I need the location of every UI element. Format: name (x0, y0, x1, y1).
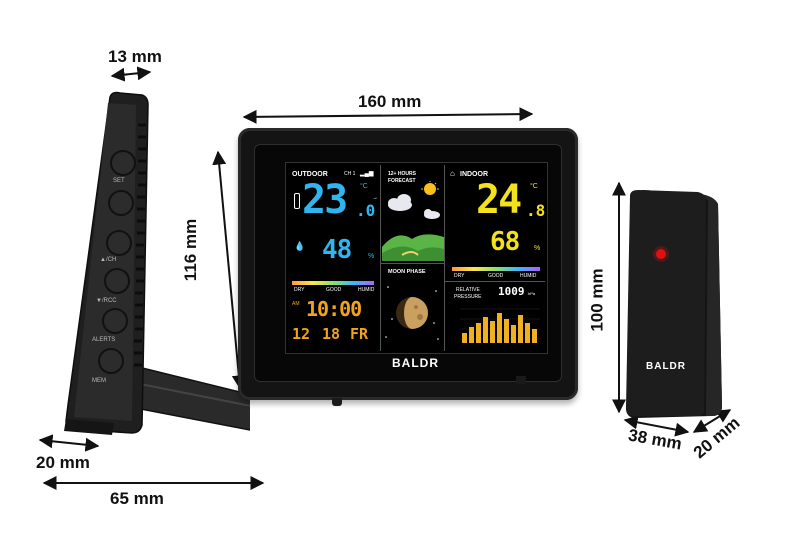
pressure-unit: hPa (528, 291, 536, 296)
side-thickness-arrow (110, 66, 152, 82)
side-thickness-label: 13 mm (108, 47, 162, 66)
lcd-divider-right (444, 165, 445, 351)
indoor-humidity: 68 (490, 227, 520, 257)
moon-icon (385, 286, 439, 340)
side-profile-view (64, 91, 250, 435)
pressure-bars (462, 313, 537, 343)
side-button-up-ch-label: ▲/CH (100, 257, 117, 263)
indoor-comfort-humid: HUMID (520, 273, 537, 279)
lcd-divider-mid (381, 263, 444, 264)
stand-depth-label: 65 mm (110, 489, 164, 508)
indoor-comfort-good: GOOD (488, 273, 504, 279)
indoor-panel: ⌂ INDOOR 24 °C .8 68 % DRY GOOD HUMID (446, 165, 546, 281)
indoor-temp-unit: °C (530, 183, 538, 190)
outdoor-panel: OUTDOOR CH 1 ▂▄▆ 23 °C .0 → 💧 48 % DRY G… (288, 165, 378, 351)
sensor-depth-arrow (692, 409, 732, 433)
foot-width-arrow (38, 434, 100, 452)
sun-icon (424, 183, 436, 195)
side-button-set[interactable] (110, 150, 136, 176)
indoor-comfort-dry: DRY (454, 273, 465, 279)
side-button-down-rcc[interactable] (102, 308, 128, 334)
forecast-title-line2: FORECAST (388, 178, 416, 184)
outdoor-sensor (626, 190, 722, 418)
lcd-divider-left (380, 165, 381, 351)
indoor-title: INDOOR (460, 171, 488, 178)
moon-title: MOON PHASE (388, 269, 426, 275)
outdoor-humidity: 48 (322, 235, 352, 265)
house-icon: ⌂ (450, 169, 455, 178)
side-button-2[interactable] (108, 190, 134, 216)
sensor-brand-logo: BALDR (646, 361, 686, 372)
pressure-label-line1: RELATIVE (456, 287, 480, 293)
station-brand-logo: BALDR (392, 356, 439, 370)
indoor-humidity-unit: % (534, 245, 541, 252)
indoor-temp-dec: .8 (526, 201, 546, 220)
sensor-width-arrow (623, 415, 690, 437)
date-weekday: FR (350, 325, 369, 343)
pressure-history-chart (460, 308, 540, 343)
thermometer-icon (294, 193, 300, 209)
side-button-alerts-label: ALERTS (92, 337, 116, 343)
outdoor-comfort-dry: DRY (294, 287, 305, 293)
side-button-mem[interactable] (98, 348, 124, 374)
indoor-temp-int: 24 (476, 177, 522, 223)
lcd-divider-right-mid (445, 281, 545, 282)
side-button-set-label: SET (113, 178, 125, 184)
station-foot-left (332, 398, 342, 406)
indoor-comfort-bar (452, 267, 540, 271)
pressure-value: 1009 (498, 285, 525, 298)
outdoor-comfort-bar (292, 281, 374, 285)
clock-ampm: AM (292, 301, 300, 307)
side-button-mem-label: MEM (92, 378, 106, 384)
outdoor-title: OUTDOOR (292, 171, 328, 178)
cloud-icon (388, 194, 440, 219)
outdoor-temp-dec: .0 (356, 201, 376, 220)
main-width-label: 160 mm (358, 92, 422, 111)
outdoor-temp-unit: °C (360, 183, 368, 190)
clock-time: 10:00 (306, 297, 362, 321)
date-month: 12 (292, 325, 311, 343)
forecast-weather-icon (382, 181, 444, 261)
pressure-label-line2: PRESSURE (454, 294, 482, 300)
humidity-drop-icon: 💧 (294, 241, 306, 251)
main-height-arrow (212, 150, 246, 390)
date-day: 18 (322, 325, 341, 343)
outdoor-temp-int: 23 (302, 177, 348, 223)
moon-phase-panel: MOON PHASE (382, 265, 444, 351)
outdoor-channel: CH 1 (344, 171, 356, 177)
signal-icon: ▂▄▆ (360, 171, 374, 177)
main-width-arrow (242, 107, 534, 124)
lcd-screen: OUTDOOR CH 1 ▂▄▆ 23 °C .0 → 💧 48 % DRY G… (285, 162, 548, 354)
side-button-light[interactable] (106, 230, 132, 256)
station-foot-right (516, 376, 526, 384)
forecast-panel: 12+ HOURS FORECAST (382, 165, 444, 263)
foot-width-label: 20 mm (36, 453, 90, 472)
outdoor-humidity-unit: % (368, 253, 375, 260)
outdoor-comfort-good: GOOD (326, 287, 342, 293)
pressure-panel: RELATIVE PRESSURE 1009 hPa (446, 283, 546, 351)
side-button-up-ch[interactable] (104, 268, 130, 294)
sensor-led-icon (656, 249, 666, 259)
outdoor-comfort-humid: HUMID (358, 287, 375, 293)
forecast-title-line1: 12+ HOURS (388, 171, 416, 177)
outdoor-trend-icon: → (372, 195, 378, 201)
side-button-down-rcc-label: ▼/RCC (96, 298, 117, 304)
